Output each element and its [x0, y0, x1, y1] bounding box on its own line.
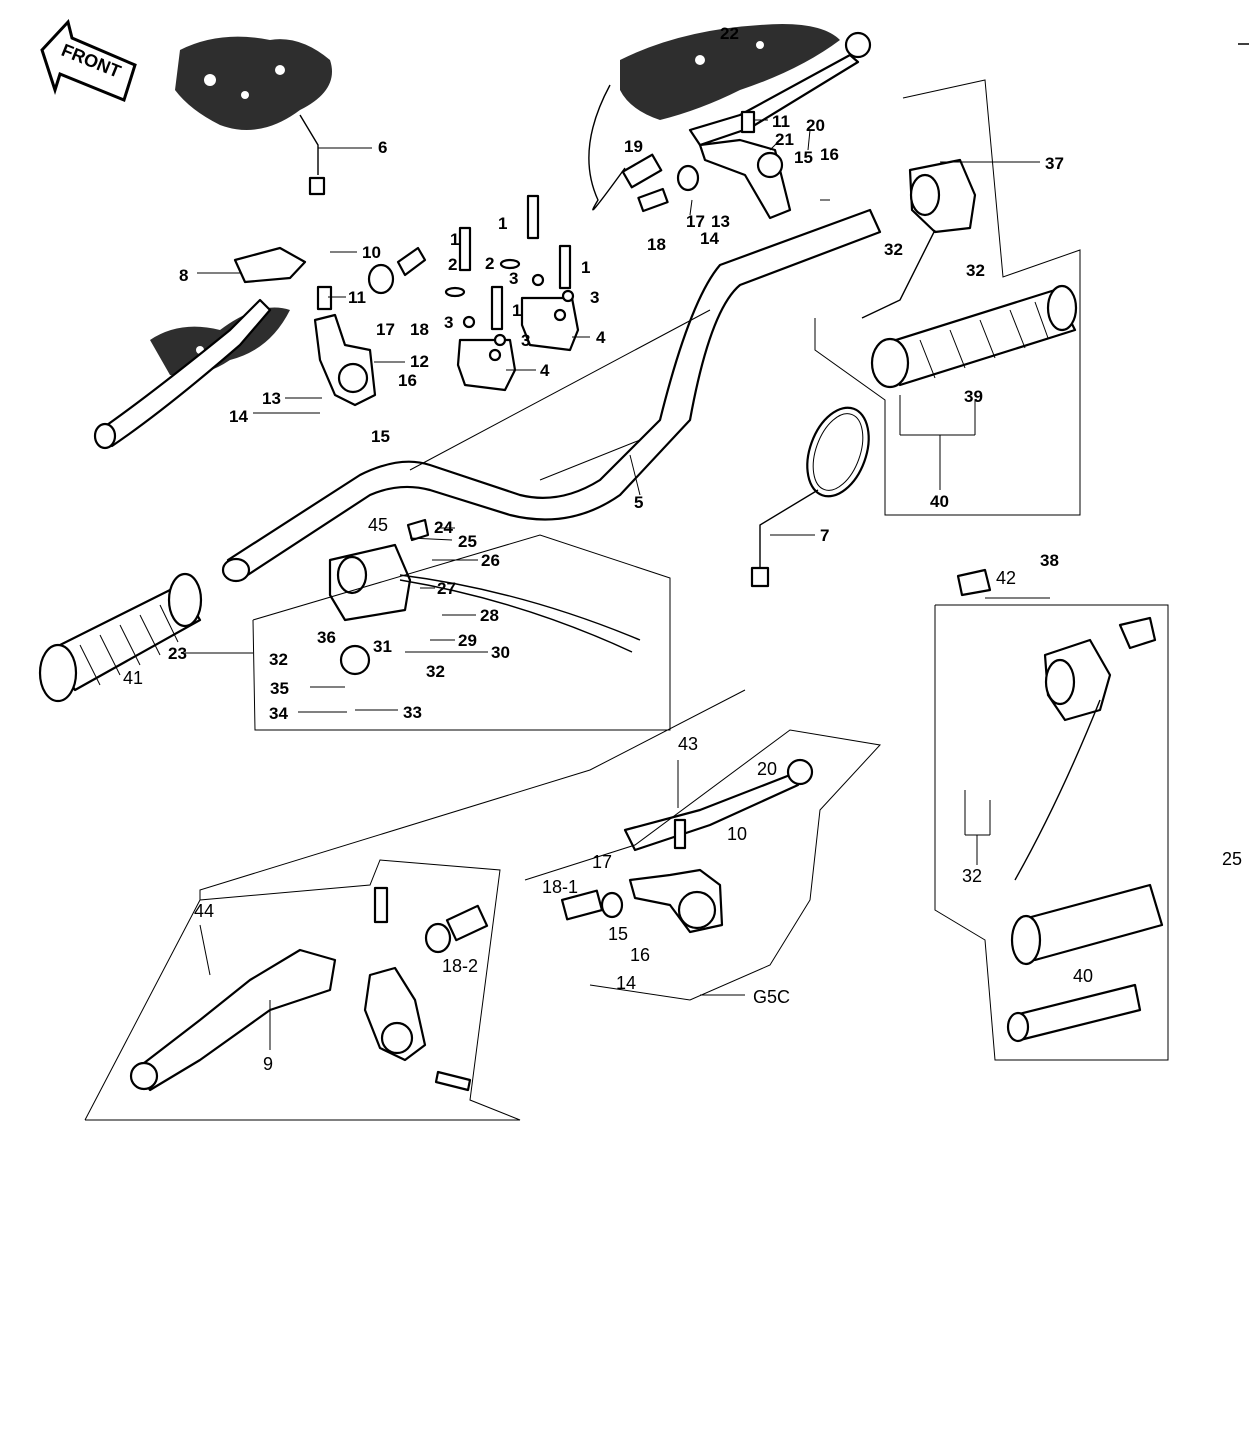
- label-18: 18: [647, 235, 666, 254]
- leader-lines: [185, 119, 1050, 1050]
- label-16: 16: [820, 145, 839, 164]
- label-18-1: 18-1: [542, 877, 578, 897]
- label-5: 5: [634, 493, 643, 512]
- label-29: 29: [458, 631, 477, 650]
- label-39: 39: [964, 387, 983, 406]
- label-15: 15: [608, 924, 628, 944]
- variant-label: G5C: [753, 987, 790, 1007]
- label-17: 17: [592, 852, 612, 872]
- label-18-2: 18-2: [442, 956, 478, 976]
- label-16: 16: [630, 945, 650, 965]
- left-switch-housing: [328, 518, 641, 676]
- label-11: 11: [772, 112, 790, 131]
- group-outlines: [84, 79, 1169, 1121]
- label-31: 31: [373, 637, 392, 656]
- lever-holder-left: [313, 246, 427, 407]
- label-44: 44: [194, 901, 214, 921]
- label-20: 20: [757, 759, 777, 779]
- label-14: 14: [700, 229, 719, 248]
- label-17: 17: [686, 212, 705, 231]
- label-9: 9: [263, 1054, 273, 1074]
- label-1: 1: [512, 301, 521, 320]
- label-43: 43: [678, 734, 698, 754]
- label-14: 14: [616, 973, 636, 993]
- mirror-stay: [299, 114, 326, 196]
- label-38: 38: [1040, 551, 1059, 570]
- handlebar: [221, 208, 882, 583]
- label-12: 12: [410, 352, 429, 371]
- page-number: 25: [1222, 849, 1242, 869]
- label-17: 17: [376, 320, 395, 339]
- left-grip: [38, 572, 203, 703]
- front-arrow: FRONT: [40, 18, 137, 103]
- label-8: 8: [179, 266, 188, 285]
- label-3: 3: [444, 313, 453, 332]
- label-40: 40: [1073, 966, 1093, 986]
- label-4: 4: [596, 328, 606, 347]
- label-1: 1: [498, 214, 507, 233]
- label-3: 3: [509, 269, 518, 288]
- left-lever-top: [93, 246, 307, 450]
- label-27: 27: [437, 579, 456, 598]
- label-4: 4: [540, 361, 550, 380]
- label-3: 3: [521, 331, 530, 350]
- label-41: 41: [123, 668, 143, 688]
- label-13: 13: [711, 212, 730, 231]
- label-2: 2: [448, 255, 457, 274]
- speckle-texture: [196, 41, 764, 354]
- part-labels: 1 1 1 1 2 2 3 3 3 3 4 4 5 6 7 8 9 10 10 …: [123, 24, 1242, 1074]
- label-10: 10: [362, 243, 381, 262]
- label-25: 25: [458, 532, 477, 551]
- label-34: 34: [269, 704, 288, 723]
- label-32: 32: [269, 650, 288, 669]
- right-throttle-grip: [870, 284, 1078, 389]
- label-6: 6: [378, 138, 387, 157]
- label-30: 30: [491, 643, 510, 662]
- label-32: 32: [962, 866, 982, 886]
- label-24: 24: [434, 518, 453, 537]
- label-1: 1: [581, 258, 590, 277]
- switch-assembly-38: [956, 568, 1157, 881]
- label-20: 20: [806, 116, 825, 135]
- label-40: 40: [930, 492, 949, 511]
- handlebar-clamps: [456, 296, 580, 392]
- label-10: 10: [727, 824, 747, 844]
- label-2: 2: [485, 254, 494, 273]
- grip-lower-right: [1006, 883, 1164, 1043]
- label-14: 14: [229, 407, 248, 426]
- label-16: 16: [398, 371, 417, 390]
- label-33: 33: [403, 703, 422, 722]
- label-23: 23: [168, 644, 187, 663]
- label-36: 36: [317, 628, 336, 647]
- lower-lever-assembly: [129, 886, 489, 1092]
- label-7: 7: [820, 526, 829, 545]
- label-19: 19: [624, 137, 643, 156]
- label-37: 37: [1045, 154, 1064, 173]
- label-45: 45: [368, 515, 388, 535]
- label-15: 15: [371, 427, 390, 446]
- label-28: 28: [480, 606, 499, 625]
- label-3: 3: [590, 288, 599, 307]
- label-26: 26: [481, 551, 500, 570]
- mirror: [750, 406, 870, 588]
- label-35: 35: [270, 679, 289, 698]
- label-32: 32: [426, 662, 445, 681]
- label-21: 21: [775, 130, 794, 149]
- g5c-lever-assembly: [560, 758, 814, 934]
- label-15: 15: [794, 148, 813, 167]
- throttle-housing: [861, 158, 977, 319]
- clamp-bolts: [444, 194, 575, 347]
- label-32: 32: [884, 240, 903, 259]
- label-11: 11: [348, 288, 366, 307]
- label-1: 1: [450, 230, 459, 249]
- label-42: 42: [996, 568, 1016, 588]
- label-32: 32: [966, 261, 985, 280]
- brake-lever-top: [588, 31, 872, 220]
- label-22: 22: [720, 24, 739, 43]
- label-18: 18: [410, 320, 429, 339]
- label-13: 13: [262, 389, 281, 408]
